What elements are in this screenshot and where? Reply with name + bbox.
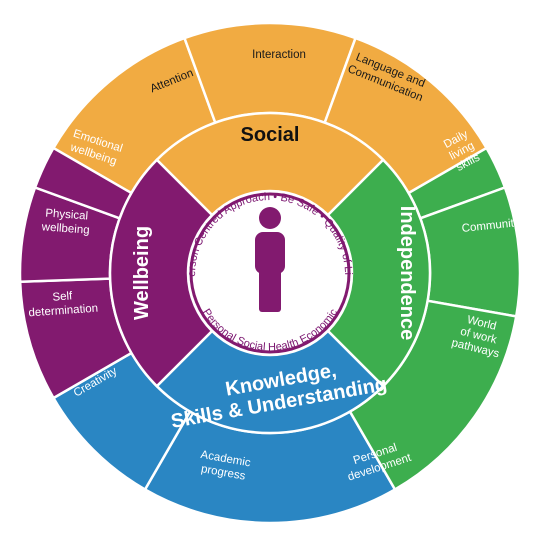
outer-label-physical-wellbeing: Physical wellbeing [40,208,90,237]
core-label-wellbeing: Wellbeing [131,226,153,320]
core-label-independence: Independence [396,206,418,340]
svg-text:determination: determination [28,303,98,320]
outer-label-interaction: Interaction [252,49,306,61]
svg-text:Self: Self [52,290,73,303]
outer-ring [18,21,522,525]
svg-text:wellbeing: wellbeing [40,221,90,236]
core-label-social: Social [241,124,300,146]
svg-text:Physical: Physical [45,208,89,223]
core-segment-wellbeing [108,158,214,388]
outer-label-self-determination: Self determination [28,290,98,320]
core-segment-social [155,111,385,217]
core-ring [108,111,432,435]
center-ring [189,192,351,354]
person-icon [255,207,285,312]
core-segment-knowledge [155,329,385,435]
core-segment-independence [326,158,432,388]
